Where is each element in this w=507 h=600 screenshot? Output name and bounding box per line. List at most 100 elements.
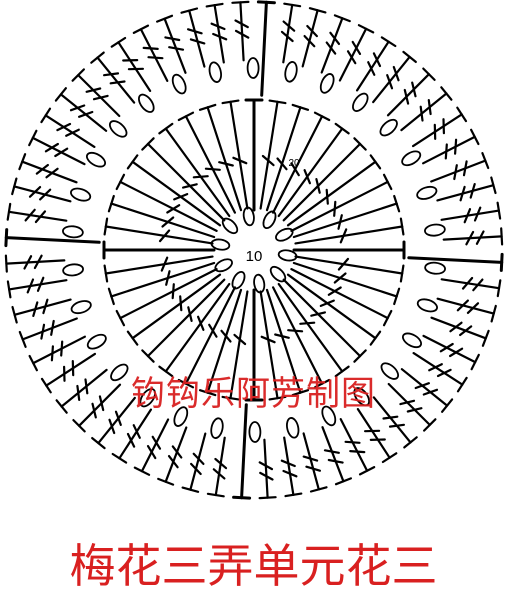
- inner-round-stitch-yarn-bar: [260, 335, 276, 344]
- inner-round-stitch-top-bar: [382, 309, 393, 327]
- outer-round-stitch-yarn-bar: [214, 457, 228, 470]
- inner-round-stitch-yarn-bar: [303, 169, 311, 185]
- outer-round-stitch-yarn-bar: [388, 423, 405, 428]
- outer-round-stitch-yarn-bar: [282, 469, 298, 478]
- outer-round-stitch: [164, 426, 188, 483]
- inner-round-stitch-yarn-bar: [197, 315, 205, 331]
- outer-round-stitch: [118, 408, 152, 460]
- inner-round-stitch-top-bar: [126, 154, 139, 170]
- outer-round-stitch-top-bar: [422, 67, 436, 82]
- outer-round-stitch: [13, 185, 72, 203]
- outer-round-stitch-top-bar: [11, 177, 18, 196]
- inner-round-stitch: [184, 286, 236, 385]
- inner-round-stitch-yarn-bar: [333, 200, 337, 217]
- outer-round-stitch: [240, 403, 248, 500]
- middle-chain-stitch: [210, 417, 224, 439]
- inner-round-stitch: [292, 202, 398, 239]
- outer-round-stitch: [436, 184, 495, 202]
- outer-round-stitch-top-bar: [18, 153, 27, 171]
- outer-round-stitch-top-bar: [6, 202, 12, 221]
- outer-round-stitch-yarn-bar: [406, 407, 423, 413]
- center-chain-stitch: [214, 258, 233, 273]
- outer-round-stitch-yarn-bar: [40, 323, 46, 340]
- inner-round-stitch: [164, 282, 231, 373]
- outer-round-stitch: [301, 9, 319, 68]
- outer-round-stitch-yarn-bar: [305, 465, 321, 472]
- outer-round-stitch-top-bar: [205, 2, 224, 8]
- outer-round-stitch: [412, 352, 464, 386]
- pattern-title: 梅花三弄单元花三: [69, 539, 438, 593]
- inner-round-stitch-top-bar: [103, 217, 109, 236]
- outer-round-stitch-top-bar: [181, 486, 200, 493]
- middle-chain-stitch: [321, 405, 337, 427]
- outer-round-stitch: [213, 3, 225, 64]
- inner-round-stitch: [146, 142, 226, 222]
- inner-round-stitch-top-bar: [334, 122, 350, 135]
- outer-round-stitch: [372, 396, 412, 444]
- outer-round-stitch-top-bar: [28, 129, 38, 147]
- outer-round-stitch-yarn-bar: [45, 167, 59, 179]
- outer-round-stitch: [4, 236, 101, 244]
- outer-round-stitch-top-bar: [156, 14, 174, 23]
- outer-round-stitch-top-bar: [6, 280, 12, 299]
- outer-round-stitch-yarn-bar: [76, 384, 81, 401]
- outer-round-stitch: [59, 93, 108, 132]
- middle-chain-stitch: [353, 387, 370, 407]
- inner-round-stitch-top-bar: [158, 365, 174, 378]
- outer-round-stitch: [338, 27, 368, 82]
- outer-round-stitch-yarn-bar: [35, 163, 50, 175]
- inner-round-stitch-yarn-bar: [337, 214, 343, 230]
- inner-round-stitch: [272, 115, 324, 214]
- outer-round-stitch: [412, 113, 463, 148]
- outer-round-stitch-yarn-bar: [60, 340, 64, 357]
- outer-round-stitch: [422, 334, 477, 364]
- inner-round-stitch: [294, 225, 404, 245]
- middle-chain-stitch: [138, 93, 155, 113]
- middle-chain-stitch: [379, 118, 398, 137]
- outer-round-stitch-yarn-bar: [456, 299, 469, 312]
- inner-round-stitch-top-bar: [158, 122, 174, 135]
- center-chain-stitch: [231, 270, 246, 290]
- inner-round-stitch-top-bar: [221, 395, 240, 401]
- outer-round-stitch: [263, 438, 269, 499]
- outer-round-stitch-yarn-bar: [306, 24, 318, 38]
- outer-round-stitch-yarn-bar: [69, 104, 86, 112]
- outer-round-stitch-yarn-bar: [465, 230, 475, 246]
- outer-round-stitch-yarn-bar: [422, 388, 439, 396]
- inner-round-stitch: [282, 278, 362, 358]
- middle-chain-stitch: [248, 421, 262, 443]
- inner-round-stitch-top-bar: [126, 330, 139, 346]
- outer-round-stitch-yarn-bar: [463, 208, 472, 224]
- inner-round-stitch-yarn-bar: [327, 286, 342, 296]
- inner-round-stitch-yarn-bar: [310, 311, 326, 317]
- outer-round-stitch-top-bar: [358, 466, 376, 476]
- outer-round-stitch-top-bar: [499, 252, 504, 272]
- outer-round-stitch-top-bar: [256, 0, 276, 5]
- inner-round-stitch-yarn-bar: [204, 167, 221, 171]
- outer-round-stitch-yarn-bar: [454, 138, 458, 155]
- middle-chain-stitch: [208, 61, 222, 83]
- outer-round-stitch-top-bar: [490, 176, 497, 195]
- outer-round-stitch: [302, 432, 320, 491]
- outer-round-stitch-yarn-bar: [187, 28, 203, 35]
- middle-chain-stitch: [246, 57, 260, 79]
- inner-round-stitch-top-bar: [291, 389, 310, 397]
- outer-round-stitch-yarn-bar: [32, 301, 39, 317]
- outer-round-stitch: [13, 298, 72, 316]
- outer-round-stitch-top-bar: [456, 106, 468, 123]
- outer-round-stitch: [77, 383, 122, 427]
- outer-round-stitch-yarn-bar: [114, 410, 122, 426]
- outer-round-stitch-yarn-bar: [439, 342, 454, 353]
- outer-round-stitch-yarn-bar: [189, 38, 206, 45]
- inner-round-stitch: [282, 142, 362, 222]
- outer-round-stitch: [32, 335, 87, 365]
- outer-round-stitch-yarn-bar: [132, 424, 141, 439]
- outer-round-stitch-yarn-bar: [392, 65, 400, 82]
- outer-round-stitch-yarn-bar: [444, 143, 448, 160]
- outer-round-stitch-yarn-bar: [34, 210, 47, 224]
- inner-round-stitch: [294, 255, 404, 275]
- outer-round-stitch: [8, 279, 68, 291]
- outer-round-stitch: [400, 92, 448, 132]
- middle-chain-stitch: [86, 333, 107, 350]
- outer-round-stitch-top-bar: [55, 399, 68, 414]
